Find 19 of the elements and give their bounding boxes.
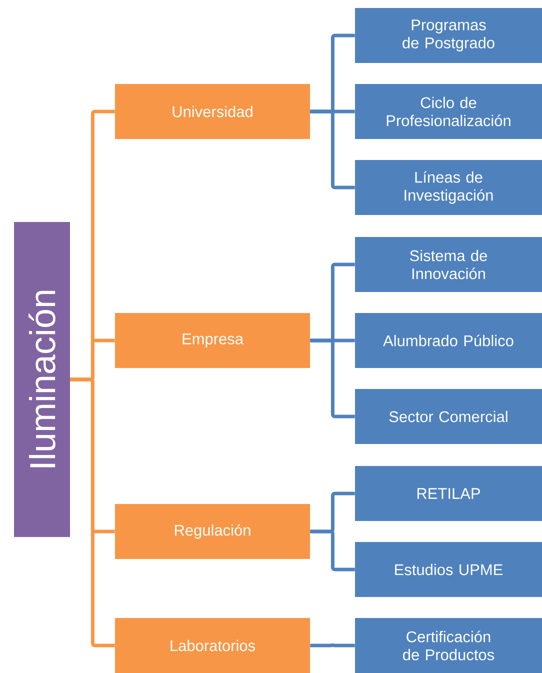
connector bbox=[310, 110, 355, 190]
topic-box: Alumbrado Público bbox=[355, 313, 542, 368]
category-box: Laboratorios bbox=[115, 618, 310, 673]
topic-box: Sector Comercial bbox=[355, 389, 542, 444]
category-box: Universidad bbox=[115, 84, 310, 139]
topic-box: Líneas de Investigación bbox=[355, 160, 542, 215]
category-box: Regulación bbox=[115, 504, 310, 559]
topic-box: Programas de Postgrado bbox=[355, 8, 542, 63]
topic-box: Estudios UPME bbox=[355, 542, 542, 597]
topic-box: Sistema de Innovación bbox=[355, 237, 542, 292]
connector bbox=[310, 642, 355, 648]
connector bbox=[70, 378, 115, 648]
topic-box: Certificación de Productos bbox=[355, 618, 542, 673]
connector bbox=[310, 338, 355, 418]
topic-box: RETILAP bbox=[355, 466, 542, 521]
category-box: Empresa bbox=[115, 313, 310, 368]
topic-box: Ciclo de Profesionalización bbox=[355, 84, 542, 139]
connector bbox=[310, 530, 355, 572]
root-box: Iluminación bbox=[14, 222, 70, 537]
